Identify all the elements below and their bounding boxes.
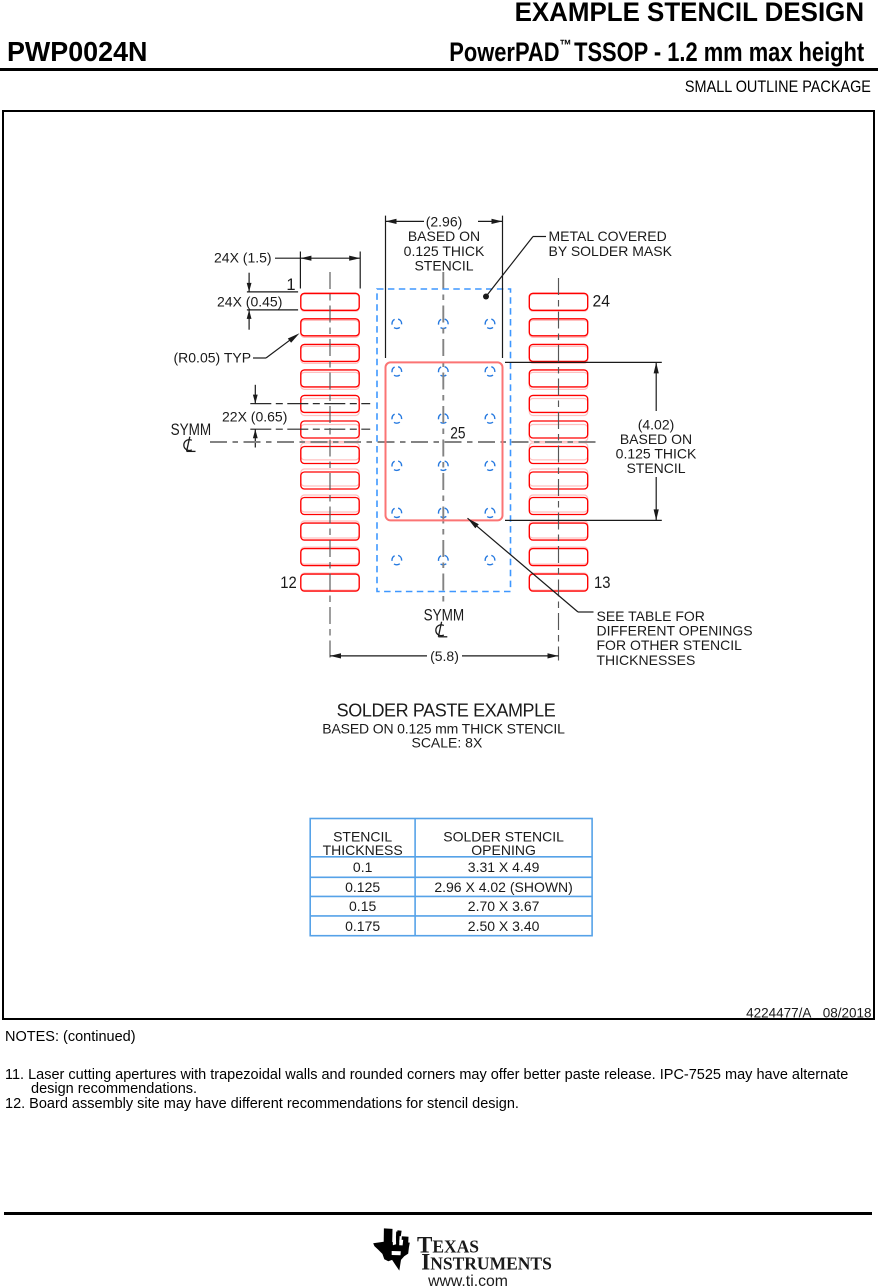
svg-text:TEXAS: TEXAS bbox=[417, 1233, 479, 1258]
svg-text:STENCIL: STENCIL bbox=[414, 257, 473, 273]
svg-text:0.15: 0.15 bbox=[349, 898, 376, 914]
svg-text:(R0.05) TYP: (R0.05) TYP bbox=[174, 350, 252, 366]
svg-text:BASED ON 0.125 mm THICK STENCI: BASED ON 0.125 mm THICK STENCIL bbox=[322, 720, 565, 736]
svg-text:2.96 X 4.02 (SHOWN): 2.96 X 4.02 (SHOWN) bbox=[434, 879, 573, 895]
svg-text:24X (0.45): 24X (0.45) bbox=[217, 294, 282, 310]
svg-text:4224477/A 08/2018: 4224477/A 08/2018 bbox=[746, 1005, 871, 1020]
svg-text:OPENING: OPENING bbox=[471, 842, 536, 858]
svg-text:0.1: 0.1 bbox=[353, 859, 373, 875]
svg-text:www.ti.com: www.ti.com bbox=[427, 1273, 508, 1288]
svg-text:METAL COVERED: METAL COVERED bbox=[549, 228, 667, 244]
svg-text:STENCIL: STENCIL bbox=[626, 460, 685, 476]
svg-text:0.125 THICK: 0.125 THICK bbox=[404, 243, 485, 259]
svg-text:13: 13 bbox=[594, 574, 611, 592]
svg-text:3.31 X 4.49: 3.31 X 4.49 bbox=[468, 859, 540, 875]
svg-text:SYMM: SYMM bbox=[171, 421, 212, 439]
svg-text:2.50 X 3.40: 2.50 X 3.40 bbox=[468, 918, 540, 934]
svg-text:STENCIL: STENCIL bbox=[333, 828, 392, 844]
svg-text:(5.8): (5.8) bbox=[430, 648, 459, 664]
svg-text:2.70 X 3.67: 2.70 X 3.67 bbox=[468, 898, 540, 914]
svg-text:SYMM: SYMM bbox=[424, 607, 465, 625]
svg-text:25: 25 bbox=[450, 425, 465, 443]
svg-text:BASED ON: BASED ON bbox=[620, 431, 692, 447]
svg-text:BASED ON: BASED ON bbox=[408, 228, 480, 244]
svg-text:DIFFERENT OPENINGS: DIFFERENT OPENINGS bbox=[597, 623, 753, 639]
svg-text:BY SOLDER MASK: BY SOLDER MASK bbox=[549, 243, 673, 259]
svg-text:THICKNESSES: THICKNESSES bbox=[597, 652, 696, 668]
svg-text:12: 12 bbox=[280, 574, 297, 592]
svg-text:24: 24 bbox=[593, 293, 611, 311]
svg-text:1: 1 bbox=[286, 276, 295, 294]
svg-text:22X (0.65): 22X (0.65) bbox=[222, 409, 287, 425]
svg-text:SOLDER PASTE EXAMPLE: SOLDER PASTE EXAMPLE bbox=[337, 700, 556, 720]
svg-text:SCALE: 8X: SCALE: 8X bbox=[411, 734, 482, 750]
svg-text:SOLDER STENCIL: SOLDER STENCIL bbox=[443, 828, 564, 844]
svg-text:0.125 THICK: 0.125 THICK bbox=[616, 446, 697, 462]
svg-text:24X (1.5): 24X (1.5) bbox=[214, 250, 272, 266]
svg-text:THICKNESS: THICKNESS bbox=[323, 842, 403, 858]
svg-text:0.125: 0.125 bbox=[345, 879, 380, 895]
svg-text:FOR OTHER STENCIL: FOR OTHER STENCIL bbox=[597, 637, 743, 653]
svg-text:SEE TABLE FOR: SEE TABLE FOR bbox=[597, 608, 705, 624]
svg-text:(2.96): (2.96) bbox=[426, 214, 463, 230]
svg-text:0.175: 0.175 bbox=[345, 918, 380, 934]
svg-text:INSTRUMENTS: INSTRUMENTS bbox=[421, 1250, 552, 1275]
svg-text:(4.02): (4.02) bbox=[638, 416, 675, 432]
